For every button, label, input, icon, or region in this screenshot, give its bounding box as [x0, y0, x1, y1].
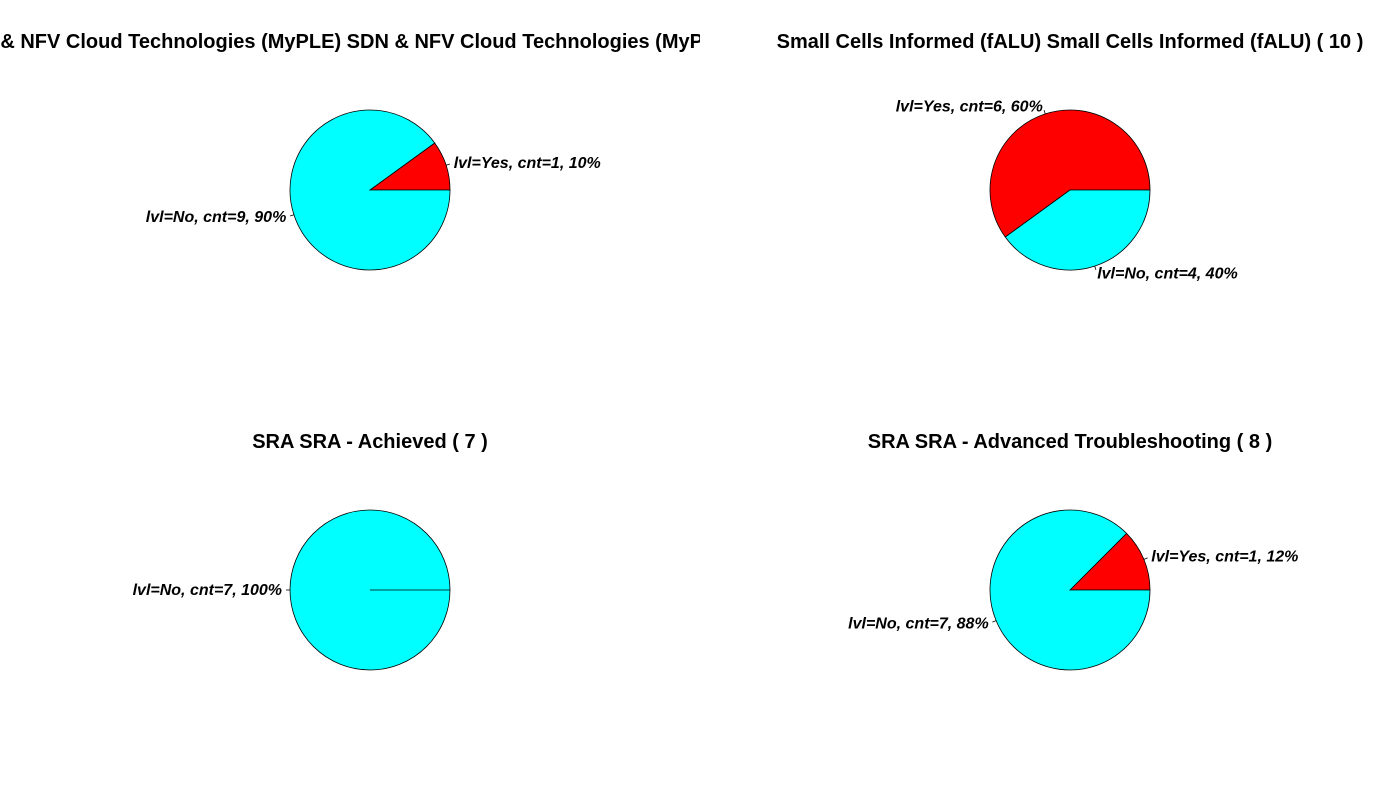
slice-label: lvl=No, cnt=9, 90% [146, 209, 287, 226]
pie-slice [1004, 189, 1151, 271]
label-tick [1143, 557, 1148, 560]
label-tick [992, 620, 997, 623]
pie-slice [989, 109, 1151, 238]
chart-title: SRA SRA - Advanced Troubleshooting ( 8 ) [868, 431, 1272, 453]
label-tick [445, 163, 451, 166]
slice-label: lvl=Yes, cnt=6, 60% [896, 98, 1043, 115]
pie-slice [989, 509, 1151, 671]
chart-title: Small Cells Informed (fALU) Small Cells … [777, 31, 1364, 53]
chart-title: SRA SRA - Achieved ( 7 ) [252, 431, 488, 453]
pie-chart-2: Small Cells Informed (fALU) Small Cells … [777, 31, 1364, 283]
label-tick [1094, 265, 1097, 271]
slice-label: lvl=Yes, cnt=1, 10% [454, 155, 601, 172]
label-tick [289, 214, 295, 217]
slice-label: lvl=No, cnt=7, 88% [848, 616, 989, 633]
pie-slice [1069, 532, 1151, 591]
chart-title: SDN & NFV Cloud Technologies (MyPLE) SDN… [0, 31, 787, 53]
slice-label: lvl=No, cnt=4, 40% [1097, 266, 1238, 283]
pie-slice [289, 109, 451, 271]
pie-chart-1: SDN & NFV Cloud Technologies (MyPLE) SDN… [0, 31, 787, 271]
pie-chart-4: SRA SRA - Advanced Troubleshooting ( 8 )… [848, 431, 1298, 671]
label-tick [1043, 109, 1046, 115]
pie-chart-3: SRA SRA - Achieved ( 7 ) lvl=No, cnt=7, 1… [133, 431, 488, 671]
slice-label: lvl=Yes, cnt=1, 12% [1151, 548, 1298, 565]
slice-label: lvl=No, cnt=7, 100% [133, 582, 282, 599]
